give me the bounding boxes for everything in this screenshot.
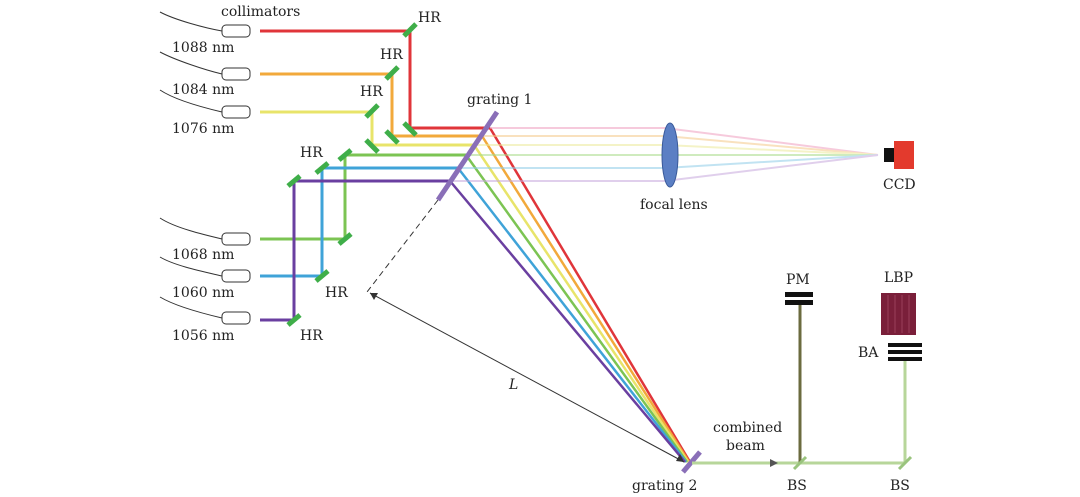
grating-2-label: grating 2 <box>632 478 697 494</box>
dispersed-beam-1056 <box>449 180 686 463</box>
dispersed-beam-1076 <box>472 144 690 463</box>
ccd-beam-1088 <box>490 127 879 156</box>
collimator-1088 <box>221 24 251 38</box>
hr-mirror-2 <box>384 65 400 81</box>
hr-mirror-7 <box>337 148 353 162</box>
collimator-1084 <box>221 67 251 81</box>
dispersed-beam-1068 <box>464 154 689 463</box>
focal-lens-label: focal lens <box>640 197 708 213</box>
ccd-label: CCD <box>883 177 916 193</box>
distance-arrow-start <box>370 293 378 300</box>
wavelength-label-1076: 1076 nm <box>172 121 234 137</box>
hr-mirror-4 <box>402 121 418 137</box>
fiber-1068 <box>159 217 223 240</box>
distance-label: L <box>508 377 518 393</box>
wavelength-label-1088: 1088 nm <box>172 40 234 56</box>
hr-mirror-12 <box>286 313 302 327</box>
ba-bar-2 <box>888 350 922 354</box>
beam-splitter-1 <box>792 455 808 471</box>
combined-beam-label-line2: beam <box>726 438 765 454</box>
hr-label-1: HR <box>418 10 441 26</box>
hr-mirror-10 <box>337 232 353 246</box>
lbp-analyzer <box>881 293 916 335</box>
collimator-1076 <box>221 105 251 119</box>
grating-2-element <box>681 450 702 474</box>
ba-label: BA <box>858 345 879 361</box>
hr-label-2: HR <box>380 47 403 63</box>
dispersed-beam-1084 <box>480 135 691 463</box>
ccd-lens-mount <box>884 148 894 162</box>
wavelength-label-1056: 1056 nm <box>172 328 234 344</box>
hr-mirror-1 <box>402 22 418 38</box>
pm-label: PM <box>786 272 810 288</box>
focal-lens <box>661 122 679 188</box>
grating-1 <box>366 110 500 293</box>
hr-mirrors <box>286 22 418 327</box>
power-meter <box>785 292 813 305</box>
fibers-and-collimators <box>159 11 251 325</box>
focal-lens-element <box>661 122 679 188</box>
wavelength-label-1060: 1060 nm <box>172 285 234 301</box>
beam-1060 <box>260 166 458 278</box>
text-labels: collimators 1088 nm 1084 nm 1076 nm 1068… <box>172 4 916 494</box>
ba-bar-3 <box>888 357 922 361</box>
beam-1084 <box>260 72 480 138</box>
hr-label-6: HR <box>300 328 323 344</box>
hr-mirror-6 <box>364 138 380 154</box>
hr-label-3: HR <box>360 84 383 100</box>
wavelength-label-1068: 1068 nm <box>172 247 234 263</box>
lbp-label: LBP <box>884 270 913 286</box>
dispersed-beam-1088 <box>488 127 692 463</box>
pm-bar-bottom <box>785 300 813 305</box>
collimators-label: collimators <box>221 4 300 20</box>
hr-mirror-9 <box>286 174 302 188</box>
beam-paths <box>260 29 490 322</box>
hr-mirror-8 <box>314 161 330 175</box>
lbp-body <box>881 293 916 335</box>
beam-splitter-2 <box>897 455 913 471</box>
grating-1-label: grating 1 <box>467 92 532 108</box>
hr-label-5: HR <box>325 285 348 301</box>
grating-2 <box>681 450 702 474</box>
bs-label-1: BS <box>787 478 807 494</box>
distance-line <box>369 292 685 463</box>
grating-1-normal <box>366 199 439 293</box>
dispersed-beam-1060 <box>457 167 687 463</box>
combined-beam-arrow <box>770 459 778 467</box>
collimator-1060 <box>221 269 251 283</box>
distance-marker <box>369 292 685 463</box>
pm-bar-top <box>785 292 813 297</box>
ccd-body <box>894 141 914 169</box>
collimator-1056 <box>221 311 251 325</box>
fiber-1084 <box>159 51 223 75</box>
fiber-1056 <box>159 296 223 319</box>
fiber-1088 <box>159 11 223 32</box>
grating-1-element <box>435 110 500 202</box>
bs-label-2: BS <box>890 478 910 494</box>
combined-beam-path <box>692 305 913 471</box>
fiber-1076 <box>159 89 223 113</box>
beam-1056 <box>260 179 450 322</box>
distance-arrow-end <box>676 454 684 462</box>
hr-mirror-3 <box>364 103 380 119</box>
fiber-1060 <box>159 256 223 277</box>
beam-1088 <box>260 29 490 130</box>
dispersed-beams-to-grating-2 <box>449 127 692 463</box>
hr-mirror-11 <box>314 269 330 283</box>
beam-1068 <box>260 153 466 241</box>
wavelength-label-1084: 1084 nm <box>172 82 234 98</box>
ba-bar-1 <box>888 343 922 347</box>
hr-mirror-5 <box>384 129 400 145</box>
hr-label-4: HR <box>300 145 323 161</box>
ccd-camera <box>884 141 914 169</box>
combined-beam-label-line1: combined <box>713 420 782 436</box>
beam-attenuator <box>888 343 922 361</box>
collimator-1068 <box>221 232 251 246</box>
beam-1076 <box>260 110 474 147</box>
